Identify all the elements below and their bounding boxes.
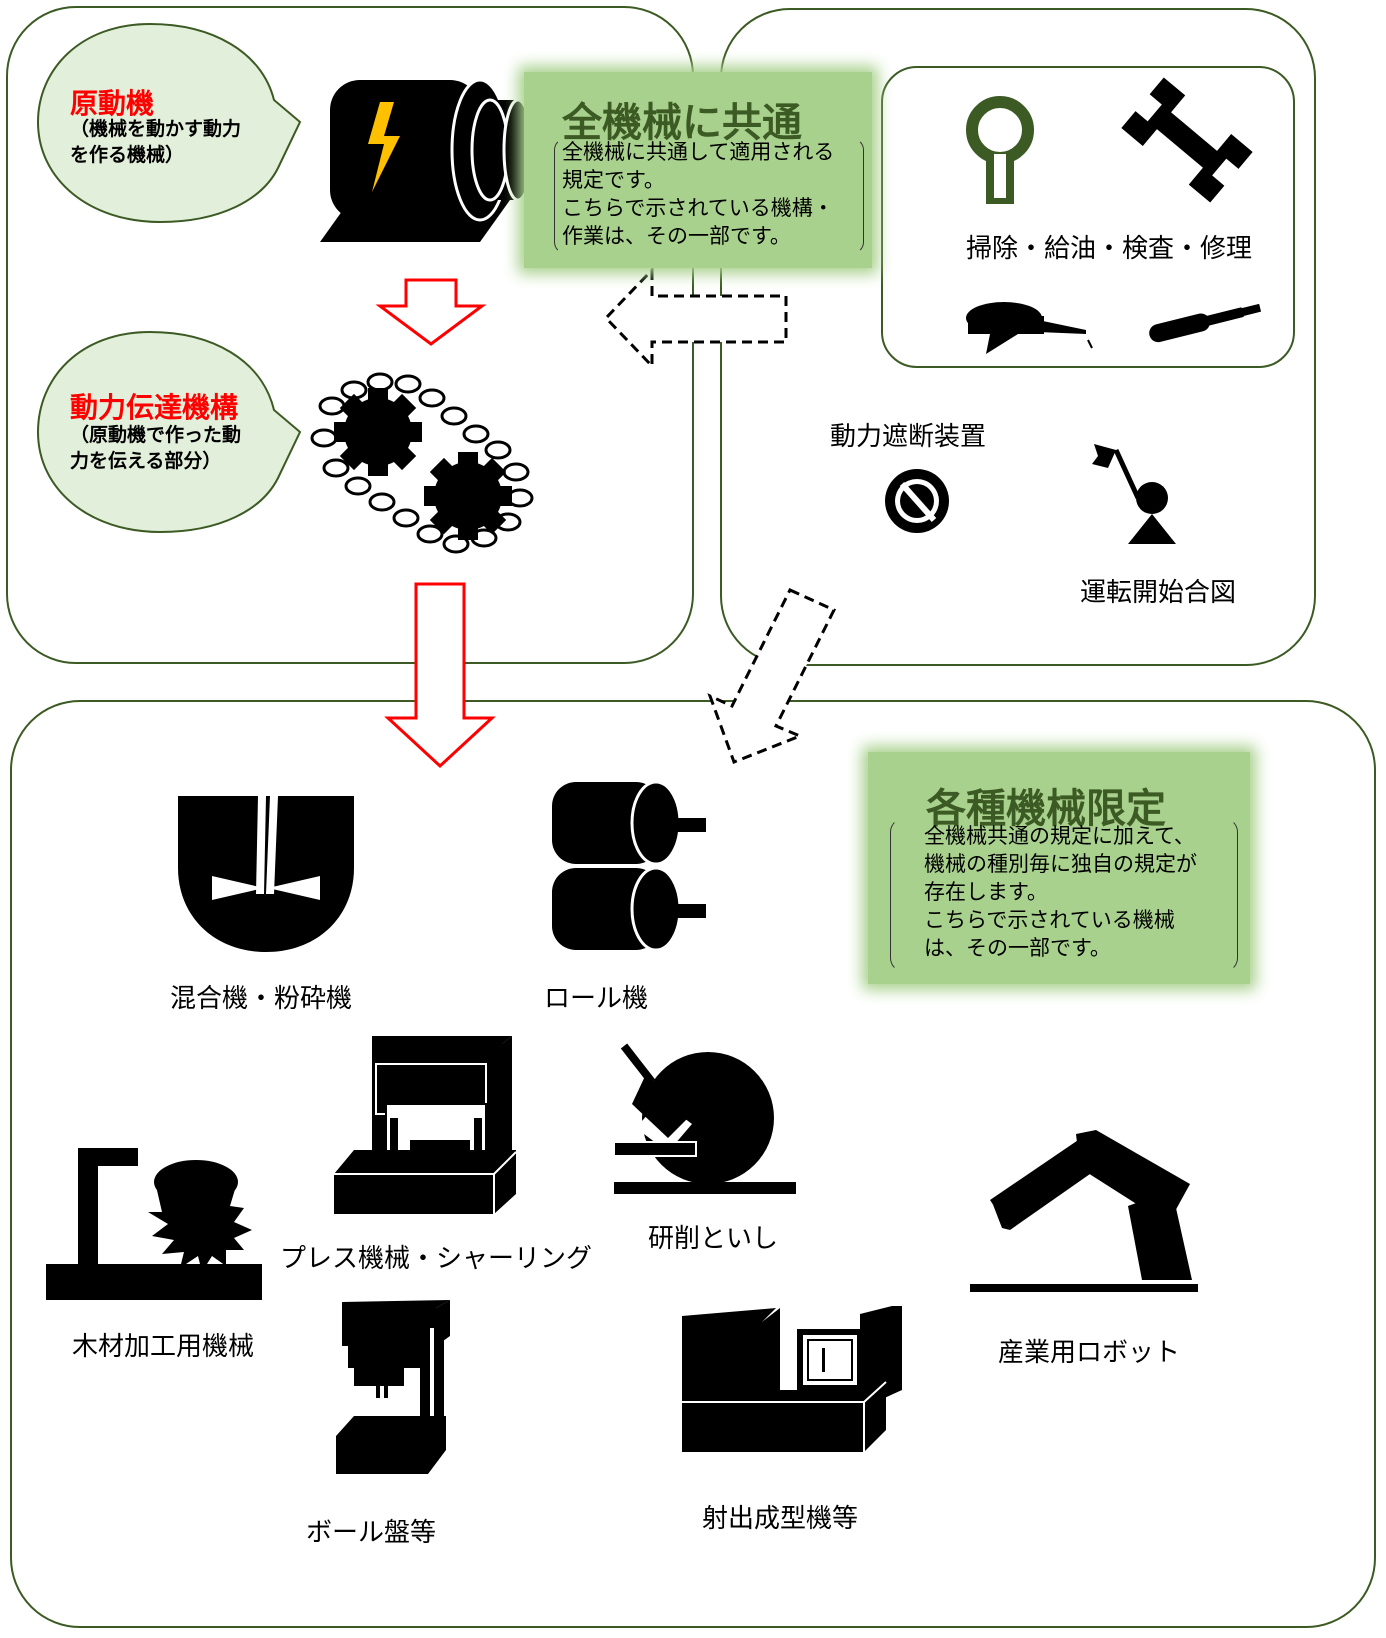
mixer-label: 混合機・粉砕機 [170, 984, 353, 1014]
press-label: プレス機械・シャーリング [280, 1244, 593, 1274]
common-note-line-3: こちらで示されている機構・ [562, 196, 834, 220]
prime-mover-title: 原動機 [70, 87, 155, 120]
robot-icon [970, 1130, 1198, 1292]
common-note-bracket [554, 138, 864, 254]
specific-note-line-4: こちらで示されている機械 [924, 908, 1175, 932]
common-note-line-4: 作業は、その一部です。 [562, 224, 791, 248]
left-dashed-arrow [603, 266, 788, 370]
grinder-label: 研削といし [648, 1224, 779, 1254]
prime-mover-bubble: 原動機 （機械を動かす動力 を作る機械） [38, 24, 300, 224]
gear-chain-icon [310, 372, 534, 554]
key-icon [966, 96, 1034, 204]
roll-label: ロール機 [544, 984, 649, 1014]
specific-note: 各種機械限定 全機械共通の規定に加えて、 機械の種別毎に独自の規定が 存在します… [868, 752, 1250, 984]
transmission-title: 動力伝達機構 [70, 391, 239, 424]
robot-label: 産業用ロボット [998, 1338, 1181, 1368]
transmission-desc-1: （原動機で作った動 [70, 424, 242, 446]
motor-icon [320, 78, 534, 242]
transmission-bubble: 動力伝達機構 （原動機で作った動 力を伝える部分） [38, 332, 300, 532]
screwdriver-icon [1149, 303, 1262, 343]
specific-note-bracket [890, 818, 1238, 972]
woodworking-icon [46, 1148, 262, 1300]
drill-label: ボール盤等 [306, 1518, 437, 1548]
diagonal-dashed-arrow [707, 588, 837, 764]
start-signal-label: 運転開始合図 [1080, 578, 1237, 608]
specific-note-line-3: 存在します。 [924, 880, 1048, 904]
injection-molding-icon [682, 1306, 902, 1452]
maintenance-label: 掃除・給油・検査・修理 [966, 234, 1253, 264]
specific-note-line-2: 機械の種別毎に独自の規定が [924, 852, 1197, 876]
prime-mover-desc-1: （機械を動かす動力 [70, 118, 242, 140]
machine-panel [10, 700, 1376, 1628]
woodworking-label: 木材加工用機械 [72, 1332, 255, 1362]
down-arrow-large [384, 582, 496, 769]
stop-switch-icon [885, 469, 949, 533]
specific-note-title: 各種機械限定 [926, 786, 1166, 832]
drill-icon [336, 1300, 450, 1474]
lightning-icon [368, 102, 400, 192]
power-cutoff-label: 動力遮断装置 [830, 422, 987, 452]
common-note: 全機械に共通 全機械に共通して適用される 規定です。 こちらで示されている機構・… [524, 72, 872, 268]
specific-note-line-5: は、その一部です。 [924, 936, 1111, 960]
prime-mover-desc-2: を作る機械） [70, 144, 185, 166]
common-note-line-1: 全機械に共通して適用される [562, 140, 835, 164]
wrench-icon [1121, 77, 1253, 203]
grinder-icon [613, 1043, 796, 1194]
signal-person-icon [1092, 444, 1176, 544]
injection-label: 射出成型機等 [702, 1504, 859, 1534]
specific-note-line-1: 全機械共通の規定に加えて、 [924, 824, 1195, 848]
maintenance-subpanel [881, 66, 1295, 368]
down-arrow-small [375, 278, 487, 346]
common-note-line-2: 規定です。 [562, 168, 665, 192]
mixer-icon [178, 796, 354, 952]
roll-machine-icon [552, 780, 706, 952]
press-icon [334, 1036, 517, 1214]
oil-can-icon [966, 302, 1093, 354]
transmission-desc-2: 力を伝える部分） [70, 450, 222, 472]
common-note-title: 全機械に共通 [562, 100, 802, 146]
